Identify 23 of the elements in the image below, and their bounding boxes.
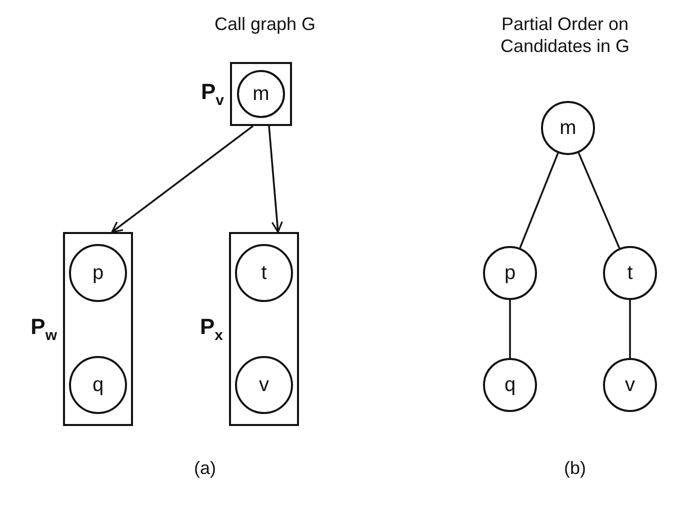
method-node: m [237,70,285,118]
method-node: t [235,244,293,302]
method-node: q [483,358,537,412]
figure-heading: Call graph G [213,14,317,36]
figure-heading: Partial Order on Candidates in G [499,14,631,58]
method-node: v [603,358,657,412]
arrow [268,126,283,233]
module-label: P$_{w}$ [30,314,57,344]
connector-line [578,152,620,249]
connector-line [509,300,511,358]
arrow [111,125,254,233]
connector-line [629,300,631,358]
method-node: q [69,356,127,414]
method-node: p [483,246,537,300]
panel-caption: (a) [193,458,217,480]
method-node: m [541,101,595,155]
method-node: v [235,356,293,414]
method-node: p [69,244,127,302]
method-node: t [603,246,657,300]
module-label: P$_{v}$ [200,79,224,109]
module-label: P$_{x}$ [200,314,223,344]
connector-line [519,152,559,248]
panel-caption: (b) [563,458,587,480]
